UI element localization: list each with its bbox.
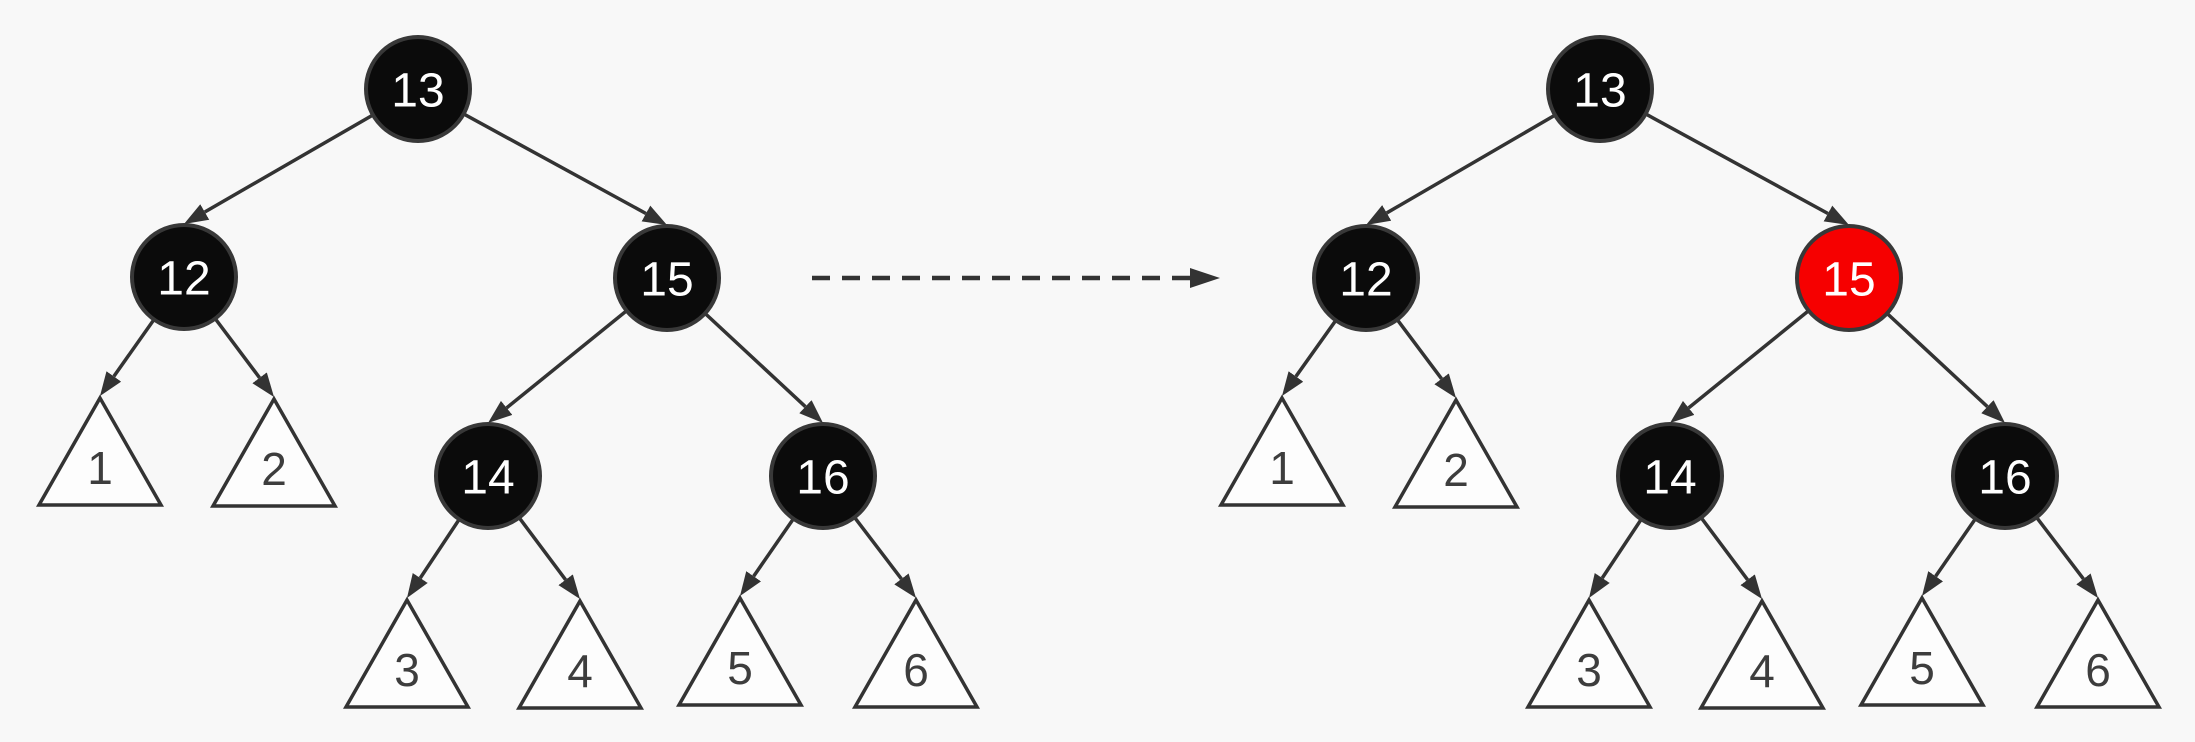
leaf-triangle-shape [515,597,645,710]
node-circle-black [1312,224,1420,332]
tree-node-15: 15 [1795,224,1903,332]
leaf-triangle-5: 5 [1857,594,1987,707]
node-label: 14 [461,452,514,505]
tree-node-14: 14 [434,422,542,530]
leaf-label: 4 [567,645,593,697]
leaf-label: 1 [1269,442,1295,494]
leaf-triangle-shape [1391,396,1521,509]
leaf-triangle-2: 2 [1391,396,1521,509]
leaf-label: 3 [394,644,420,696]
node-circle-black [1546,35,1654,143]
leaf-label: 1 [87,442,113,494]
tree-node-13: 13 [364,35,472,143]
leaf-triangle-4: 4 [515,597,645,710]
node-label: 12 [1339,254,1392,307]
leaf-label: 3 [1576,644,1602,696]
node-label: 13 [391,65,444,118]
leaf-triangle-shape [1217,394,1347,507]
leaf-label: 2 [1443,444,1469,496]
node-label: 12 [157,253,210,306]
node-label: 14 [1643,452,1696,505]
leaf-label: 5 [1909,642,1935,694]
leaf-triangle-shape [342,596,472,709]
node-circle-black [613,224,721,332]
node-circle-black [1616,422,1724,530]
leaf-label: 4 [1749,645,1775,697]
tree-node-14: 14 [1616,422,1724,530]
leaf-label: 2 [261,443,287,495]
leaf-triangle-shape [851,596,981,709]
node-label: 15 [1822,254,1875,307]
leaf-triangle-shape [2033,596,2163,709]
leaf-triangle-1: 1 [1217,394,1347,507]
leaf-triangle-shape [1857,594,1987,707]
leaf-label: 6 [2085,644,2111,696]
leaf-label: 5 [727,642,753,694]
leaf-triangle-shape [1697,597,1827,710]
leaf-triangle-5: 5 [675,594,805,707]
node-circle-black [1951,422,2059,530]
leaf-triangle-2: 2 [209,395,339,508]
leaf-triangle-6: 6 [851,596,981,709]
node-circle-red [1795,224,1903,332]
tree-node-15: 15 [613,224,721,332]
tree-node-16: 16 [769,422,877,530]
node-circle-black [769,422,877,530]
node-circle-black [364,35,472,143]
tree-node-16: 16 [1951,422,2059,530]
node-circle-black [130,223,238,331]
tree-node-12: 12 [1312,224,1420,332]
node-label: 16 [1978,452,2031,505]
leaf-triangle-3: 3 [1524,596,1654,709]
node-label: 16 [796,452,849,505]
node-label: 13 [1573,65,1626,118]
leaf-triangle-shape [209,395,339,508]
leaf-triangle-3: 3 [342,596,472,709]
node-circle-black [434,422,542,530]
node-label: 15 [640,254,693,307]
leaf-triangle-4: 4 [1697,597,1827,710]
leaf-triangle-shape [675,594,805,707]
leaf-triangle-1: 1 [35,394,165,507]
leaf-triangle-shape [1524,596,1654,709]
tree-node-13: 13 [1546,35,1654,143]
leaf-label: 6 [903,644,929,696]
tree-node-12: 12 [130,223,238,331]
leaf-triangle-shape [35,394,165,507]
leaf-triangle-6: 6 [2033,596,2163,709]
